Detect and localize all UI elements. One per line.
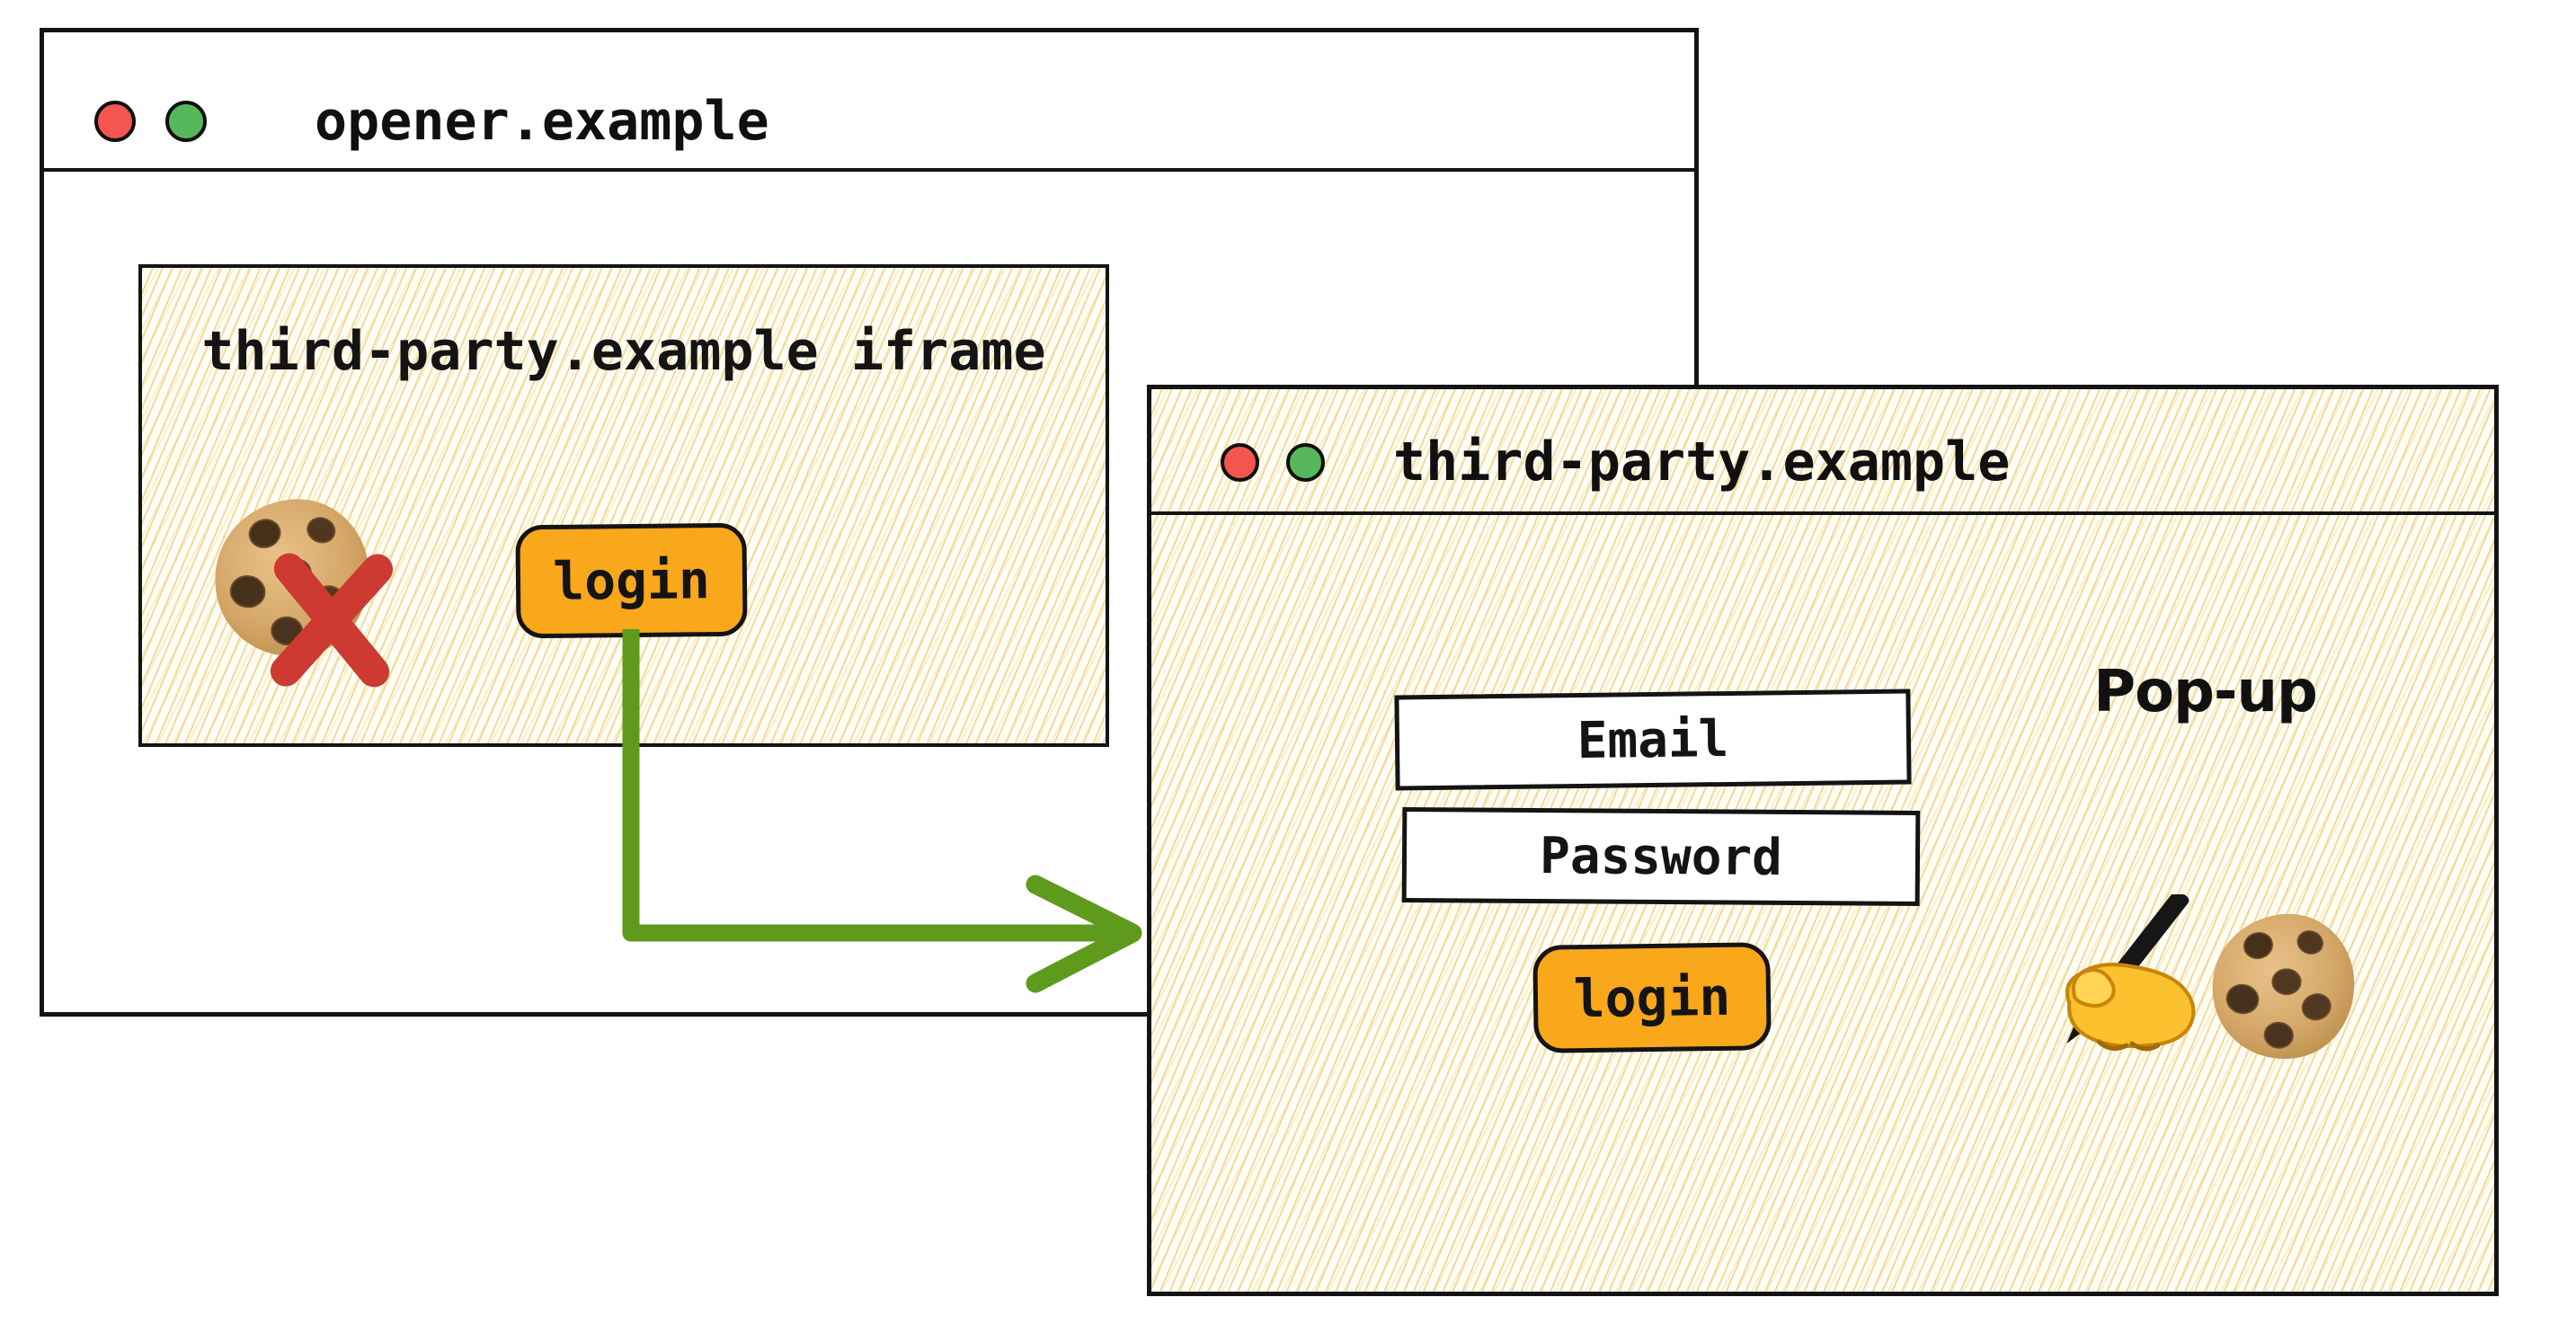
minimize-window-icon[interactable] [165, 100, 207, 142]
popup-label: Pop-up [2093, 659, 2318, 725]
close-window-icon[interactable] [1221, 442, 1259, 482]
popup-login-button[interactable]: login [1532, 942, 1772, 1053]
iframe-login-button[interactable]: login [515, 522, 748, 639]
blocked-x-icon [264, 548, 399, 692]
cookie-icon [2205, 908, 2362, 1065]
third-party-iframe: third-party.example iframe [138, 264, 1109, 747]
popup-browser-window: third-party.example Email Password login… [1147, 385, 2499, 1296]
iframe-heading: third-party.example iframe [201, 320, 1046, 383]
opener-window-title: opener.example [315, 89, 769, 153]
email-field[interactable]: Email [1394, 689, 1912, 791]
writing-hand-icon [2021, 894, 2206, 1079]
opener-titlebar: opener.example [44, 32, 1694, 172]
popup-titlebar: third-party.example [1151, 389, 2494, 515]
password-field[interactable]: Password [1401, 806, 1921, 907]
minimize-window-icon[interactable] [1286, 442, 1325, 482]
close-window-icon[interactable] [94, 100, 136, 142]
popup-window-title: third-party.example [1393, 431, 2011, 493]
